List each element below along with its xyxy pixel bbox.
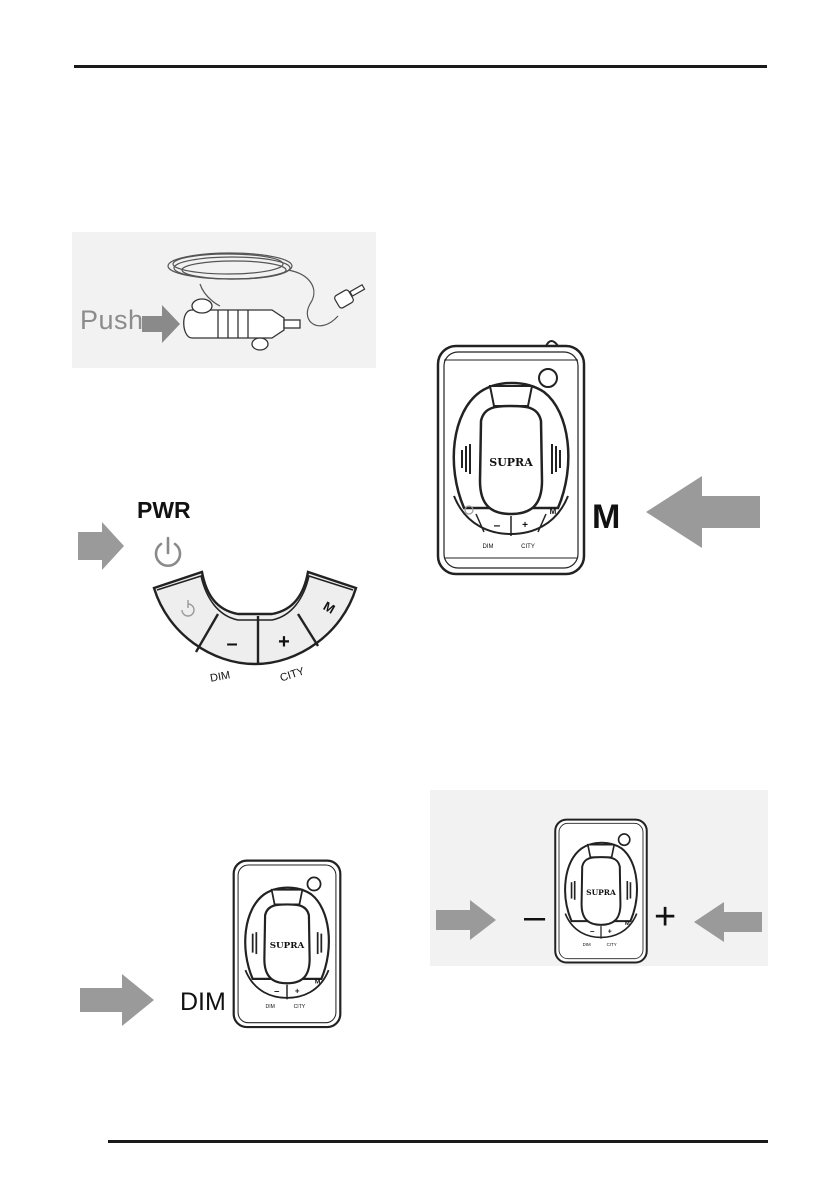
svg-text:CITY: CITY bbox=[294, 1004, 306, 1010]
radar-detector-device: SUPRA – + M DIM CITY bbox=[436, 326, 586, 578]
svg-text:+: + bbox=[608, 929, 612, 936]
m-label: M bbox=[592, 498, 621, 536]
svg-text:M: M bbox=[550, 507, 557, 516]
right-arrow-icon bbox=[436, 900, 496, 940]
svg-text:CITY: CITY bbox=[607, 942, 617, 947]
svg-text:SUPRA: SUPRA bbox=[586, 888, 616, 897]
left-arrow-icon bbox=[646, 476, 760, 548]
brand-label: SUPRA bbox=[489, 456, 533, 469]
top-rule bbox=[74, 65, 767, 68]
right-arrow-icon bbox=[78, 522, 124, 570]
right-arrow-icon bbox=[142, 305, 180, 343]
radar-detector-device-small: SUPRA – + M DIM CITY bbox=[232, 846, 342, 1030]
dim-label: DIM bbox=[209, 669, 231, 684]
plus-key: + bbox=[278, 631, 290, 653]
left-arrow-icon bbox=[694, 902, 762, 942]
pwr-label: PWR bbox=[137, 497, 191, 523]
svg-text:SUPRA: SUPRA bbox=[270, 941, 305, 951]
car-power-adapter-icon bbox=[160, 244, 370, 356]
svg-text:–: – bbox=[494, 518, 501, 532]
radar-detector-device-small: SUPRA – + M DIM CITY bbox=[554, 806, 648, 966]
minus-key: – bbox=[226, 633, 237, 655]
right-arrow-icon bbox=[80, 974, 154, 1026]
city-label: CITY bbox=[279, 665, 307, 684]
dim-label-large: DIM bbox=[180, 988, 226, 1016]
keypad-closeup: – + M DIM CITY bbox=[148, 570, 362, 688]
bottom-rule bbox=[108, 1140, 768, 1143]
svg-text:–: – bbox=[274, 986, 279, 997]
plus-label-large: + bbox=[654, 896, 677, 938]
svg-text:M: M bbox=[625, 921, 630, 927]
svg-text:+: + bbox=[522, 520, 528, 531]
svg-text:CITY: CITY bbox=[521, 544, 535, 550]
push-label: Push bbox=[80, 305, 144, 335]
svg-text:+: + bbox=[295, 986, 300, 995]
power-icon bbox=[152, 536, 184, 570]
svg-text:M: M bbox=[315, 978, 321, 985]
svg-text:DIM: DIM bbox=[583, 942, 591, 947]
adapter-figure-panel bbox=[72, 232, 376, 368]
svg-text:DIM: DIM bbox=[266, 1004, 275, 1010]
svg-text:–: – bbox=[590, 927, 595, 936]
svg-text:DIM: DIM bbox=[483, 544, 494, 550]
minus-label-large: – bbox=[524, 896, 546, 938]
